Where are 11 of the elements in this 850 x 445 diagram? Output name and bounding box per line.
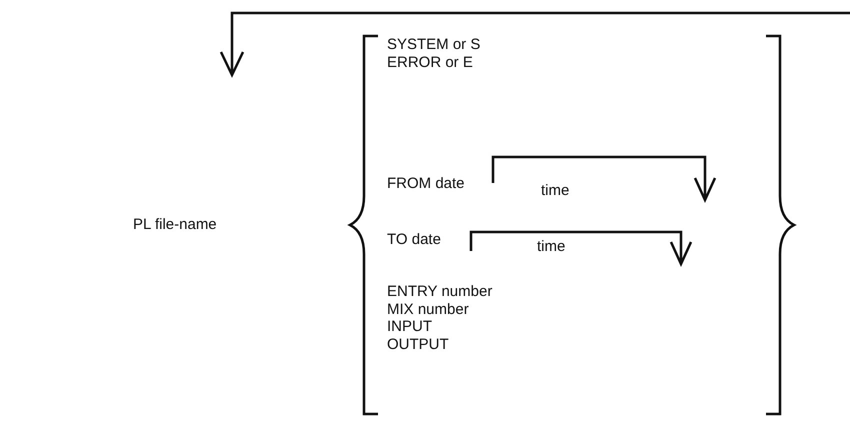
syntax-option: INPUT <box>387 318 432 336</box>
optional-parameter: time <box>537 238 566 256</box>
syntax-option: TO date <box>387 231 441 249</box>
optional-parameter: time <box>541 182 570 200</box>
syntax-option: SYSTEM or S <box>387 36 480 54</box>
command-keyword: PL file-name <box>133 216 217 234</box>
syntax-option: ENTRY number <box>387 283 492 301</box>
syntax-option: MIX number <box>387 301 469 319</box>
syntax-option: FROM date <box>387 175 465 193</box>
syntax-option: ERROR or E <box>387 54 473 72</box>
syntax-option: OUTPUT <box>387 336 449 354</box>
